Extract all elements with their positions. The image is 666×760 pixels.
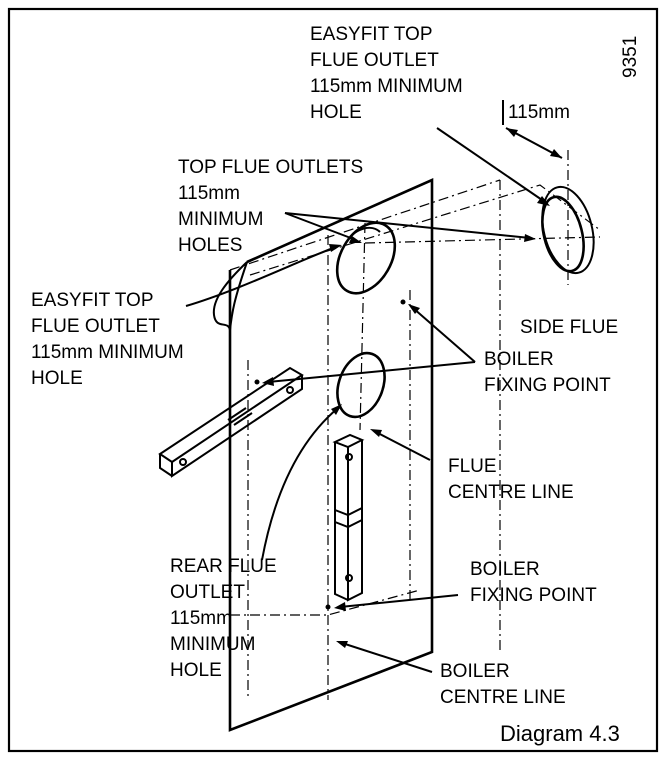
dimension-arrow bbox=[502, 100, 563, 159]
svg-text:115mm MINIMUM: 115mm MINIMUM bbox=[31, 342, 184, 363]
svg-text:HOLE: HOLE bbox=[170, 660, 222, 681]
svg-text:REAR FLUE: REAR FLUE bbox=[170, 556, 277, 577]
reference-number: 9351 bbox=[620, 36, 641, 78]
svg-text:TOP FLUE OUTLETS: TOP FLUE OUTLETS bbox=[178, 157, 363, 178]
label-flue-centre: FLUE CENTRE LINE bbox=[448, 456, 574, 503]
svg-text:FIXING POINT: FIXING POINT bbox=[484, 375, 611, 396]
label-boiler-fixing-1: BOILER FIXING POINT bbox=[484, 349, 611, 396]
svg-text:MINIMUM: MINIMUM bbox=[170, 634, 255, 655]
svg-text:EASYFIT TOP: EASYFIT TOP bbox=[310, 24, 433, 45]
diagram-caption: Diagram 4.3 bbox=[500, 721, 620, 746]
rear-flue-hole bbox=[336, 351, 386, 419]
label-easyfit-side: EASYFIT TOP FLUE OUTLET 115mm MINIMUM HO… bbox=[310, 24, 463, 123]
spirit-level-horizontal bbox=[158, 366, 304, 478]
svg-text:MINIMUM: MINIMUM bbox=[178, 209, 263, 230]
top-guide-line-2 bbox=[249, 184, 601, 276]
svg-text:FLUE: FLUE bbox=[448, 456, 497, 477]
svg-text:CENTRE LINE: CENTRE LINE bbox=[448, 482, 574, 503]
leader-lines bbox=[185, 127, 550, 673]
svg-text:BOILER: BOILER bbox=[470, 559, 540, 580]
level-fixing-point bbox=[254, 379, 260, 385]
label-dimension: 115mm bbox=[508, 102, 570, 123]
svg-text:EASYFIT TOP: EASYFIT TOP bbox=[31, 290, 154, 311]
label-easyfit-left: EASYFIT TOP FLUE OUTLET 115mm MINIMUM HO… bbox=[31, 290, 184, 389]
top-flue-hole bbox=[335, 221, 397, 295]
bottom-guide-line bbox=[230, 589, 421, 616]
svg-text:HOLE: HOLE bbox=[31, 368, 83, 389]
label-rear-outlet: REAR FLUE OUTLET 115mm MINIMUM HOLE bbox=[170, 556, 277, 681]
svg-text:115mm: 115mm bbox=[178, 183, 240, 204]
flue-centre-line bbox=[359, 222, 366, 431]
svg-text:BOILER: BOILER bbox=[440, 661, 510, 682]
svg-text:BOILER: BOILER bbox=[484, 349, 554, 370]
upper-fixing-point bbox=[400, 299, 406, 305]
label-side-flue: SIDE FLUE bbox=[520, 317, 618, 338]
svg-text:115mm MINIMUM: 115mm MINIMUM bbox=[310, 76, 463, 97]
svg-text:HOLES: HOLES bbox=[178, 235, 242, 256]
svg-text:FLUE OUTLET: FLUE OUTLET bbox=[31, 316, 160, 337]
svg-text:115mm: 115mm bbox=[170, 608, 232, 629]
wall-panel-outline bbox=[228, 178, 434, 732]
wall-panel-curl bbox=[212, 261, 248, 331]
svg-text:OUTLET: OUTLET bbox=[170, 582, 245, 603]
side-flue-hole-inner bbox=[541, 195, 585, 273]
spirit-level-vertical bbox=[332, 433, 365, 602]
label-top-outlets: TOP FLUE OUTLETS 115mm MINIMUM HOLES bbox=[178, 157, 363, 256]
svg-text:FIXING POINT: FIXING POINT bbox=[470, 585, 597, 606]
label-boiler-centre: BOILER CENTRE LINE bbox=[440, 661, 566, 708]
svg-text:FLUE OUTLET: FLUE OUTLET bbox=[310, 50, 439, 71]
label-boiler-fixing-2: BOILER FIXING POINT bbox=[470, 559, 597, 606]
side-flue-guide bbox=[364, 236, 601, 244]
svg-text:HOLE: HOLE bbox=[310, 102, 362, 123]
lower-fixing-point bbox=[325, 604, 331, 610]
diagram-border bbox=[7, 7, 659, 753]
svg-text:CENTRE LINE: CENTRE LINE bbox=[440, 687, 566, 708]
